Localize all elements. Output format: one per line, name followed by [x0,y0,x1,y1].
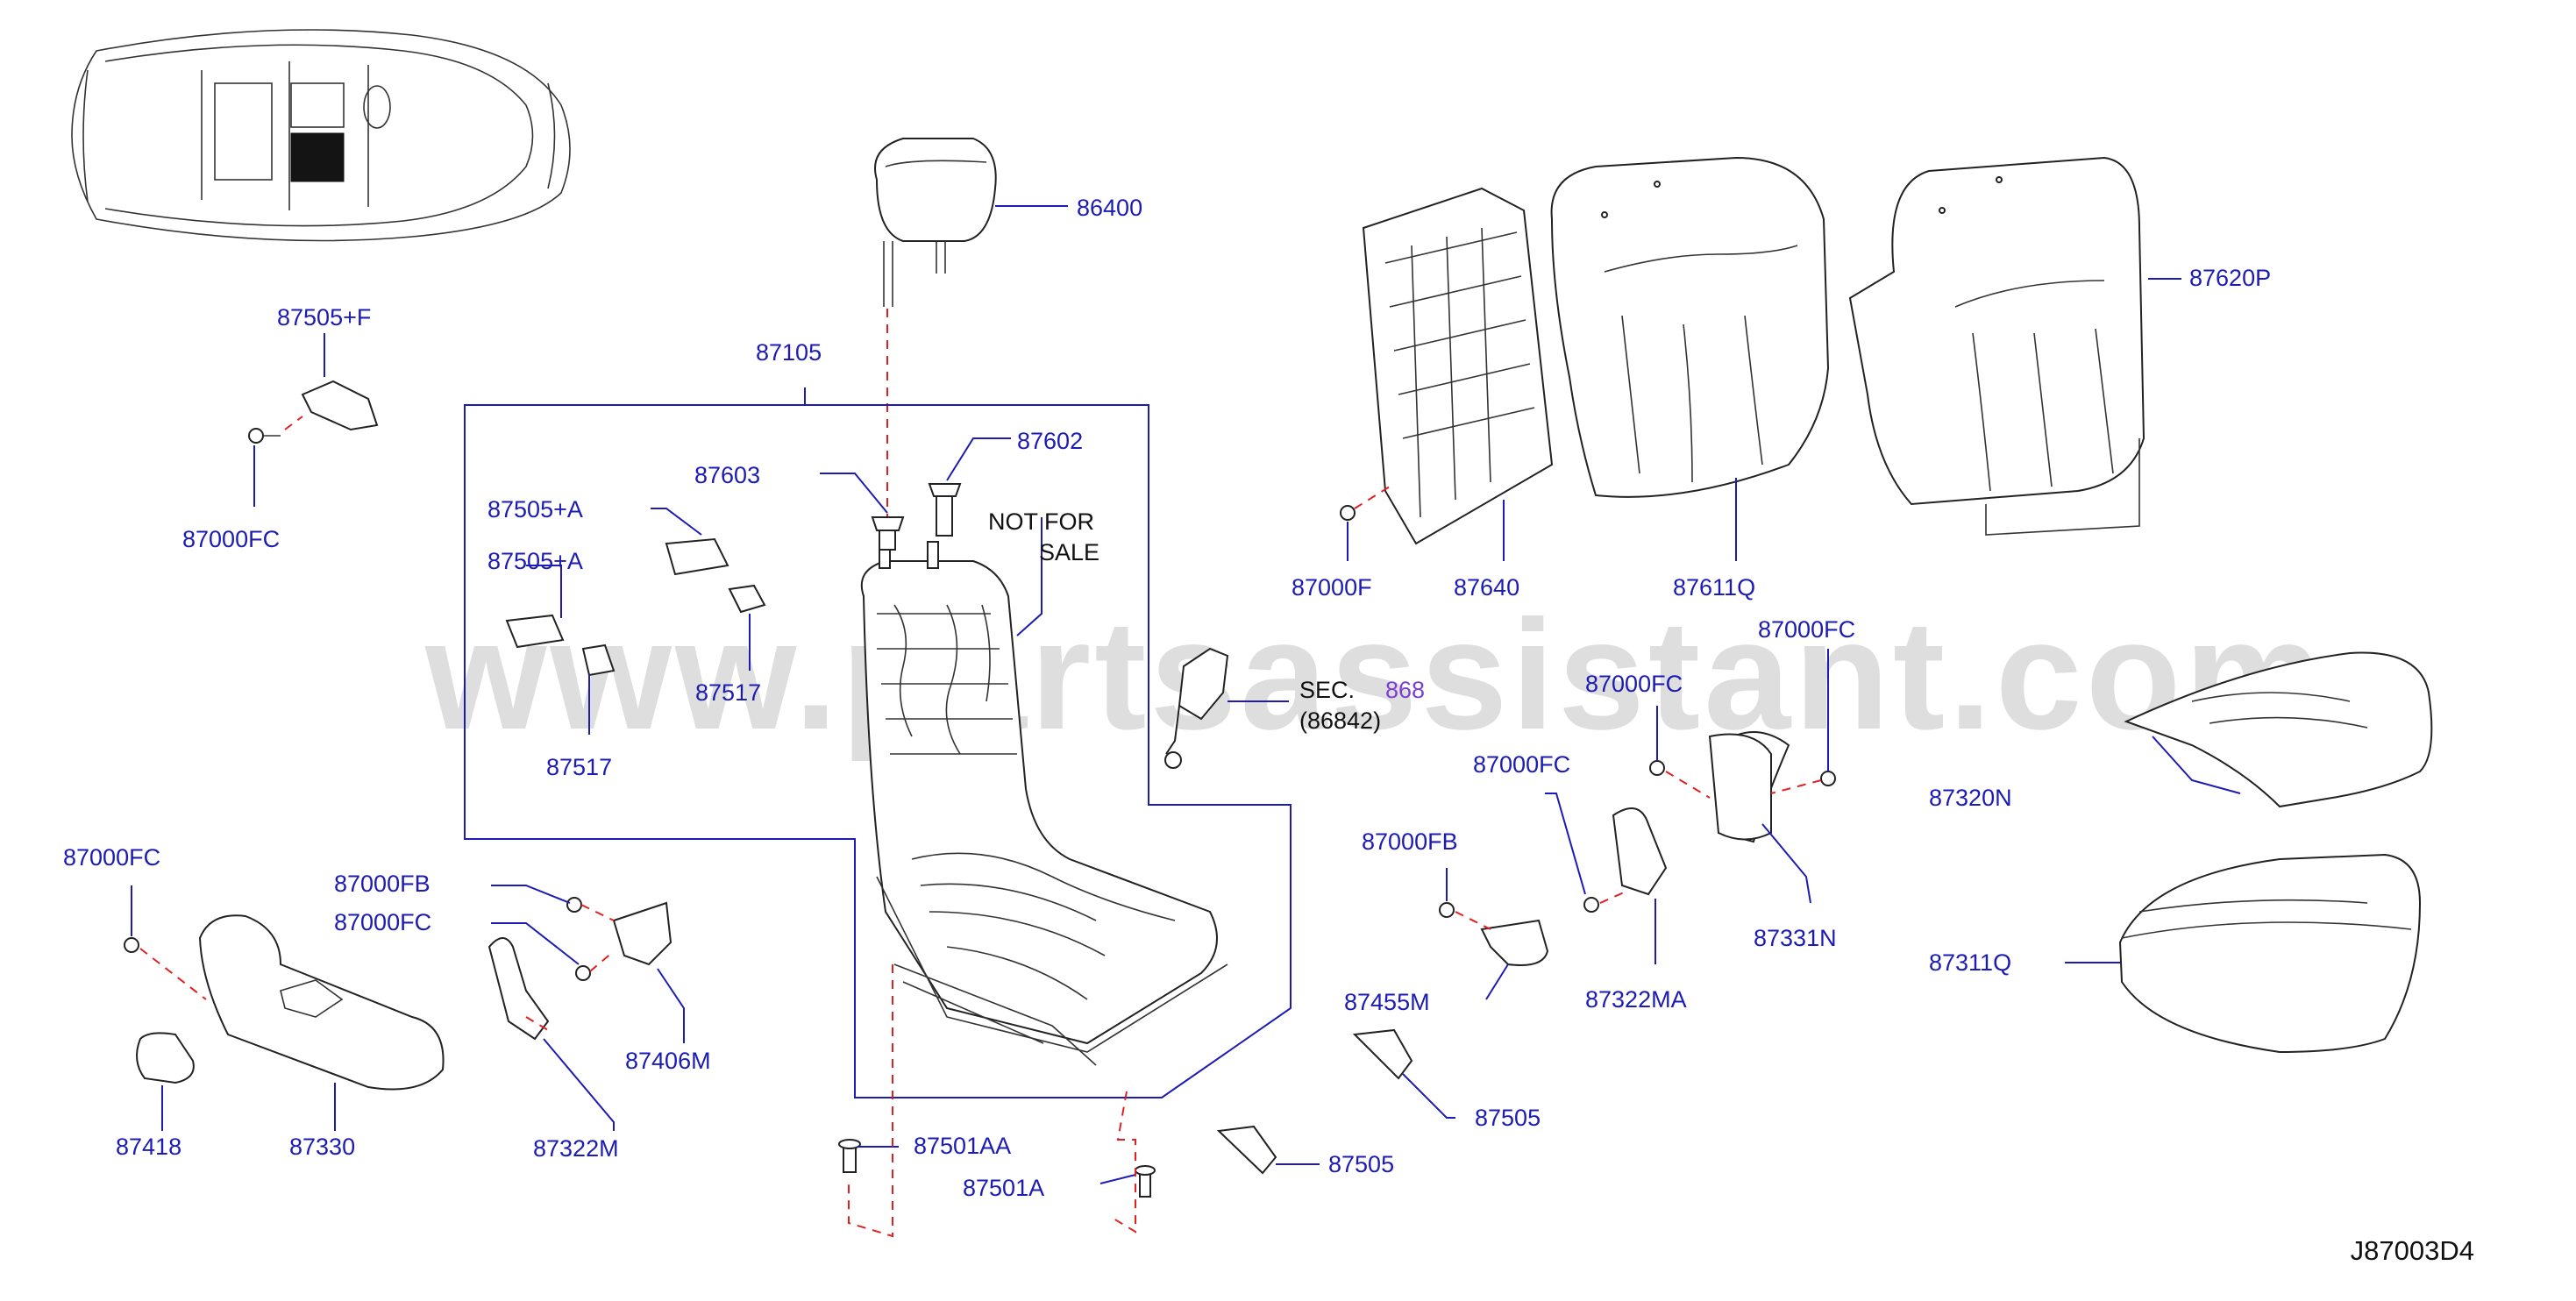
label-87455M: 87455M [1344,989,1430,1015]
label-87505A-2: 87505+A [487,548,583,574]
back-panel-icon [1362,187,1554,545]
lever-cover-87322M-icon [487,937,550,1041]
sec-ref-number[interactable]: 868 [1385,677,1426,703]
headrest-guide-icon [871,483,962,551]
label-87311Q: 87311Q [1929,949,2012,976]
bracket-87406M-icon [612,901,672,966]
seat-cushion-cover-icon [2118,853,2422,1054]
label-87603: 87603 [694,462,761,488]
label-87517-2: 87517 [546,754,613,780]
label-87105: 87105 [756,339,822,366]
label-87505F: 87505+F [277,304,372,331]
label-87322M: 87322M [533,1135,619,1162]
label-87620P: 87620P [2189,265,2272,291]
label-87000FC-c: 87000FC [1585,671,1683,697]
label-87000FC-d: 87000FC [1473,751,1571,778]
backrest-assembly-icon [1848,156,2145,536]
label-87602: 87602 [1017,428,1084,454]
label-87322MA: 87322MA [1585,986,1687,1013]
bolt-icon [838,1139,1156,1198]
backrest-cover-icon [1550,156,1830,498]
label-87505-1: 87505 [1475,1105,1541,1131]
seat-frame-icon [860,541,1228,1066]
not-for-sale-line1: NOT FOR [988,508,1094,535]
side-finisher-cover-icon [1708,731,1790,843]
cover-87455M-icon [1480,919,1549,966]
label-87505-2: 87505 [1328,1151,1395,1177]
highlighted-seat-marker [290,132,345,182]
label-87000FB-a: 87000FB [1362,828,1458,855]
headrest-icon [874,138,997,307]
car-outline-icon [71,29,571,242]
outer-finisher-87330-icon [198,914,445,1091]
sec-ref-prefix: SEC. [1299,677,1356,703]
not-for-sale-line2: SALE [1039,539,1100,565]
clip-87505-icon [1216,1028,1413,1175]
label-87000FC-f: 87000FC [334,909,432,935]
trim-clip-icon [505,537,766,677]
label-87501AA: 87501AA [914,1133,1012,1159]
label-87000FC-a: 87000FC [182,526,281,552]
diagram-code: J87003D4 [2350,1235,2474,1266]
seat-belt-buckle-icon [1164,647,1229,769]
label-87330: 87330 [289,1134,356,1160]
bracket-87505F-icon [248,380,379,444]
knob-87418-icon [136,1032,195,1084]
label-87000FC-b: 87000FC [1758,616,1856,643]
sec-ref-sub: (86842) [1299,707,1382,734]
label-87331N: 87331N [1754,925,1837,951]
label-87517-1: 87517 [695,679,762,706]
watermark: www.partsassistant.com [425,587,2327,762]
label-87501A: 87501A [963,1175,1045,1201]
label-87640: 87640 [1454,574,1520,601]
label-87320N: 87320N [1929,785,2012,811]
label-87000FC-e: 87000FC [63,844,161,871]
seat-cushion-pad-icon [2124,651,2433,808]
label-87406M: 87406M [625,1048,711,1074]
label-86400: 86400 [1077,195,1143,221]
label-87418: 87418 [116,1134,182,1160]
label-87000F: 87000F [1292,574,1372,601]
label-87505A-1: 87505+A [487,496,583,523]
label-87000FB-b: 87000FB [334,871,431,897]
lever-cover-87322MA-icon [1612,807,1668,896]
label-87611Q: 87611Q [1673,574,1756,601]
